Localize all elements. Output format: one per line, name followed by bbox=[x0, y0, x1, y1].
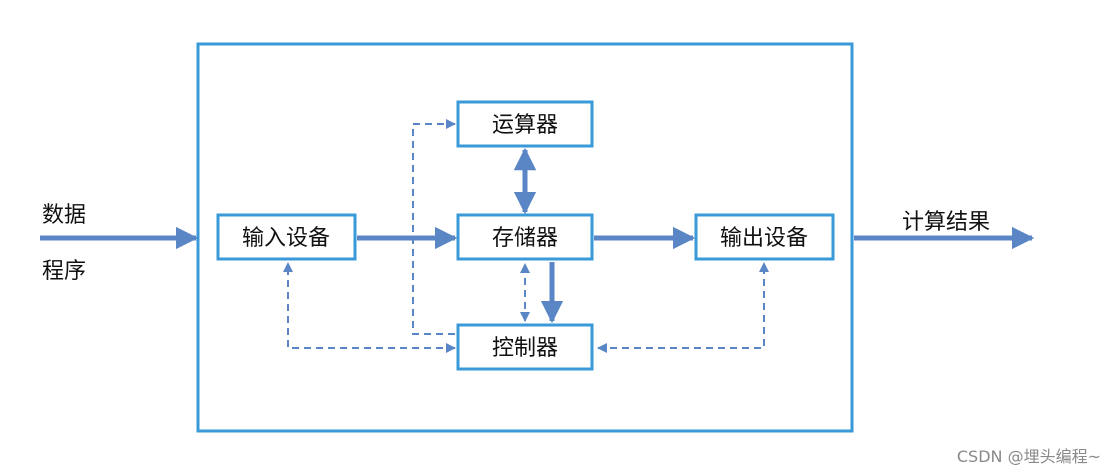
controller-box bbox=[456, 323, 594, 371]
output-result-label: 计算结果 bbox=[902, 210, 990, 235]
output-device-box bbox=[694, 213, 835, 261]
controller-label: 控制器 bbox=[492, 336, 558, 361]
memory-label: 存储器 bbox=[492, 226, 558, 251]
input-device-box bbox=[216, 213, 357, 261]
watermark: CSDN @埋头编程~ bbox=[956, 447, 1101, 466]
input-data-label: 数据 bbox=[42, 203, 86, 228]
alu-box bbox=[456, 100, 594, 148]
dashed-controller-to-output bbox=[597, 262, 769, 353]
input-device-label: 输入设备 bbox=[242, 226, 330, 251]
alu-label: 运算器 bbox=[492, 113, 558, 138]
memory-box bbox=[456, 213, 594, 261]
output-device-label: 输出设备 bbox=[720, 226, 808, 251]
dashed-controller-to-alu bbox=[412, 119, 456, 335]
input-program-label: 程序 bbox=[42, 259, 86, 284]
dashed-controller-to-input bbox=[283, 262, 456, 353]
